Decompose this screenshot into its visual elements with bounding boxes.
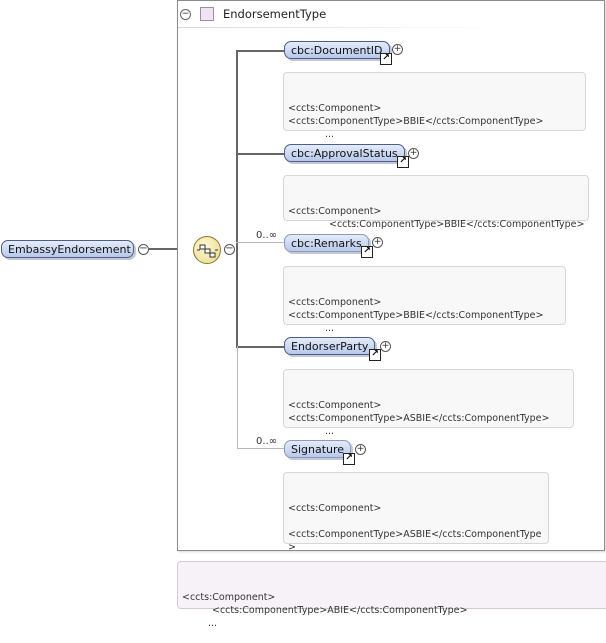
reference-arrow-icon: ↗ [397,156,409,168]
annotation-approval-status: <ccts:Component><ccts:ComponentType>BBIE… [283,175,589,243]
element-label: cbc:ApprovalStatus [291,147,398,160]
multiplicity-signature: 0..∞ [256,436,278,447]
sequence-collapse-icon[interactable]: − [224,243,235,255]
element-approval-status[interactable]: cbc:ApprovalStatus [284,144,405,162]
trunk-optional-tail [237,346,238,449]
type-title: EndorsementType [223,7,327,21]
root-element-embassy-endorsement[interactable]: EmbassyEndorsement [1,240,134,258]
reference-arrow-icon: ↗ [380,53,392,65]
annotation-document-id: <ccts:Component><ccts:ComponentType>BBIE… [283,72,586,140]
annotation-signature: <ccts:Component><ccts:ComponentType>ASBI… [283,472,549,566]
branch-endorser-party [236,346,284,348]
element-endorser-party[interactable]: EndorserParty [284,337,376,355]
root-connector [148,248,193,250]
element-remarks[interactable]: cbc:Remarks [284,234,369,252]
annotation-endorsement-type: <ccts:Component><ccts:ComponentType>ABIE… [177,561,606,629]
branch-signature [237,448,284,449]
root-element-label: EmbassyEndorsement [8,243,131,256]
expand-endorser-party-icon[interactable]: + [380,341,391,352]
multiplicity-remarks: 0..∞ [256,230,278,241]
expand-document-id-icon[interactable]: + [392,44,403,55]
annotation-remarks: <ccts:Component><ccts:ComponentType>BBIE… [283,266,566,334]
reference-arrow-icon: ↗ [361,246,373,258]
element-label: cbc:DocumentID [291,44,383,57]
expand-remarks-icon[interactable]: + [372,237,383,248]
element-document-id[interactable]: cbc:DocumentID [284,41,390,59]
element-label: cbc:Remarks [291,237,362,250]
element-label: Signature [291,443,345,456]
annotation-endorser-party: <ccts:Component><ccts:ComponentType>ASBI… [283,369,574,437]
element-label: EndorserParty [291,340,369,353]
expand-approval-status-icon[interactable]: + [408,148,419,159]
sequence-compositor-icon[interactable] [193,236,221,264]
reference-arrow-icon: ↗ [343,453,355,465]
branch-approval-status [236,153,284,155]
type-header-divider [178,27,498,28]
complex-type-icon [200,7,214,21]
branch-document-id [236,50,284,52]
tree-trunk [236,50,238,346]
branch-remarks [236,242,284,243]
element-signature[interactable]: Signature [284,440,352,458]
reference-arrow-icon: ↗ [369,349,381,361]
type-collapse-icon[interactable]: − [180,9,191,20]
expand-signature-icon[interactable]: + [355,444,366,455]
